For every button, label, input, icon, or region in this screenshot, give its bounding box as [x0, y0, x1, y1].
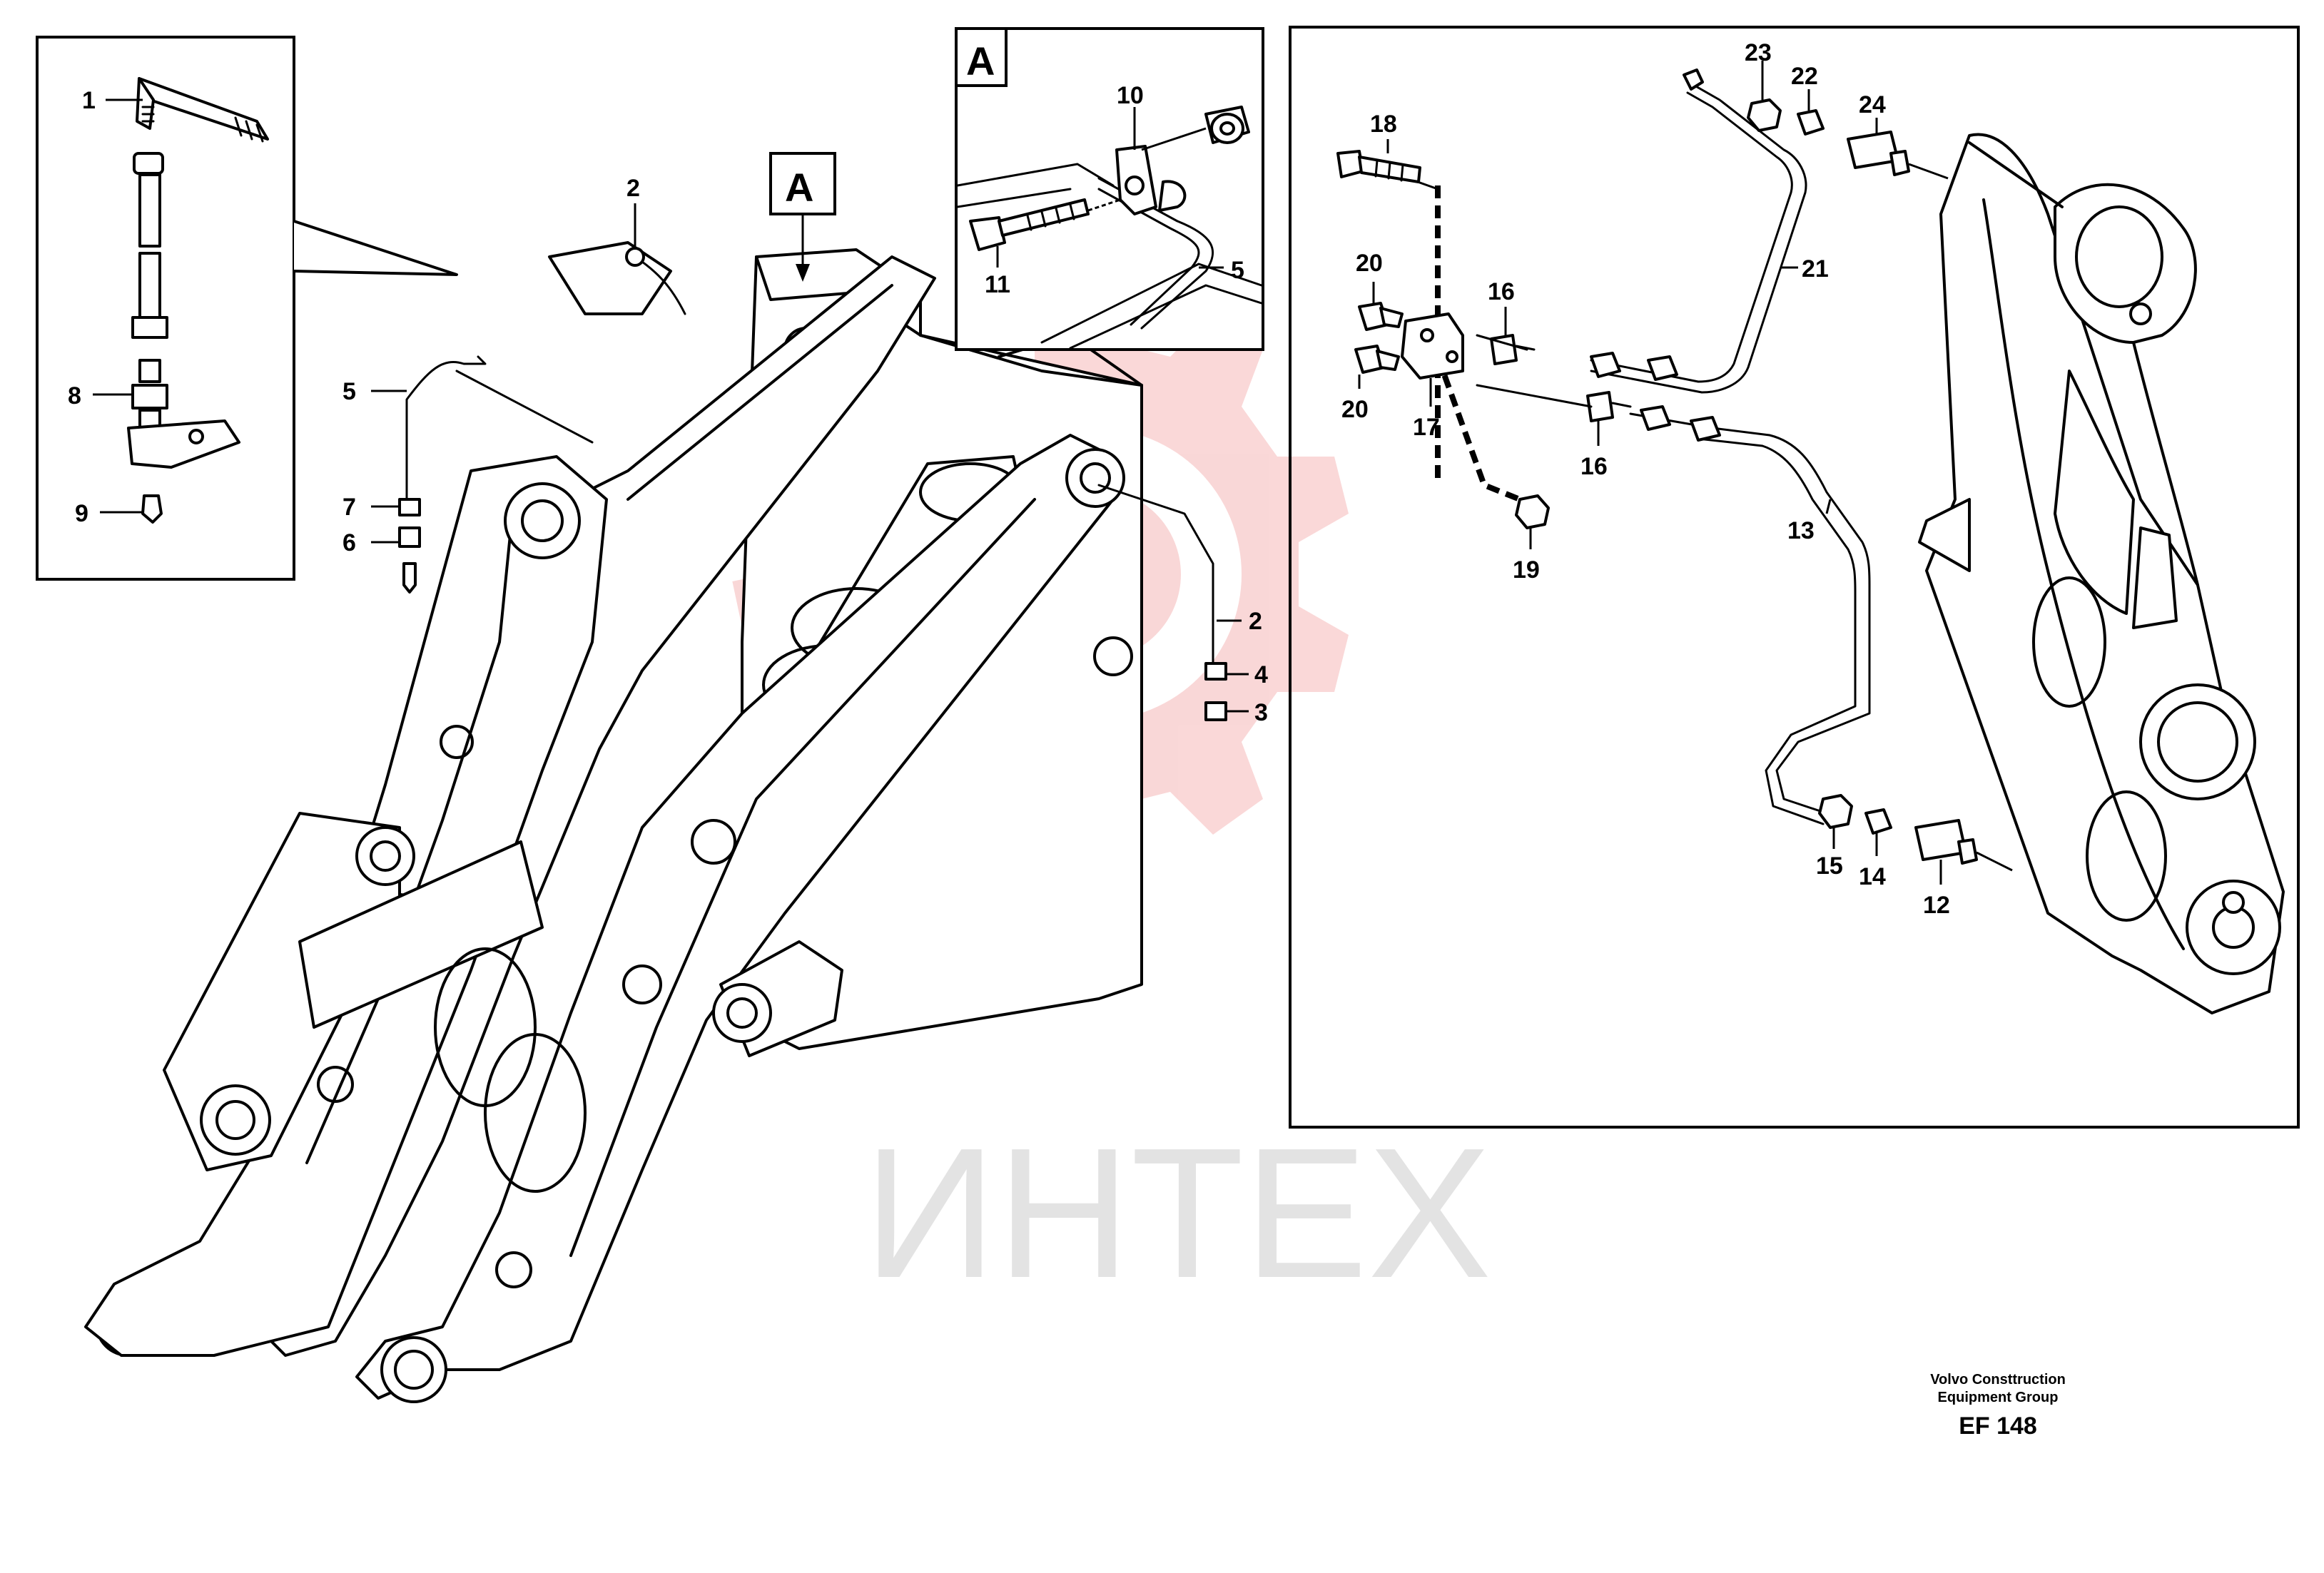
callout-13: 13 [1787, 517, 1815, 544]
view-a-label: A [785, 165, 813, 210]
inset-lube-distribution: 18 20 20 17 16 16 19 23 22 24 21 13 15 1… [1289, 26, 2300, 1129]
callout-4: 4 [1254, 661, 1268, 688]
inset-a-label: A [966, 39, 995, 83]
figure-code: EF 148 [1959, 1412, 2037, 1440]
callout-16-lower: 16 [1580, 453, 1608, 480]
callout-7: 7 [342, 494, 356, 521]
callout-24: 24 [1859, 91, 1886, 118]
callout-9: 9 [75, 500, 88, 527]
loader-arm-assembly [84, 248, 1143, 1403]
footer-credit: Volvo Consttruction Equipment Group EF 1… [1930, 1372, 2066, 1440]
callout-12: 12 [1923, 892, 1950, 919]
inset-grease-fitting: 1 8 9 [36, 36, 458, 581]
footer-line2: Equipment Group [1938, 1390, 2059, 1405]
callout-14: 14 [1859, 863, 1886, 890]
callout-15: 15 [1816, 852, 1843, 880]
callout-23: 23 [1745, 39, 1772, 66]
callout-11: 11 [985, 271, 1010, 298]
watermark-text: ИНТЕХ [863, 1110, 1491, 1317]
callout-6: 6 [342, 529, 356, 556]
callout-5: 5 [342, 378, 356, 405]
callout-2-top: 2 [626, 175, 640, 202]
callout-3: 3 [1254, 699, 1268, 726]
inset-view-a: A 10 11 5 [955, 27, 1264, 351]
callout-22: 22 [1791, 63, 1818, 90]
callout-17: 17 [1413, 414, 1440, 441]
callout-20-upper: 20 [1356, 250, 1383, 277]
view-a-marker: A [769, 152, 836, 282]
callout-16-upper: 16 [1488, 278, 1515, 305]
callout-10: 10 [1117, 82, 1144, 109]
callout-20-lower: 20 [1341, 396, 1369, 423]
footer-line1: Volvo Consttruction [1930, 1372, 2066, 1388]
callout-19: 19 [1513, 556, 1540, 584]
callout-18: 18 [1370, 111, 1397, 138]
callout-1: 1 [82, 87, 96, 114]
callout-8: 8 [68, 382, 81, 409]
callout-5-inset: 5 [1231, 257, 1244, 284]
main-lube-lines [398, 241, 1227, 721]
callout-2-right: 2 [1249, 608, 1262, 635]
callout-21: 21 [1802, 255, 1829, 282]
main-callouts: 2 5 7 6 2 4 3 [342, 175, 1268, 726]
